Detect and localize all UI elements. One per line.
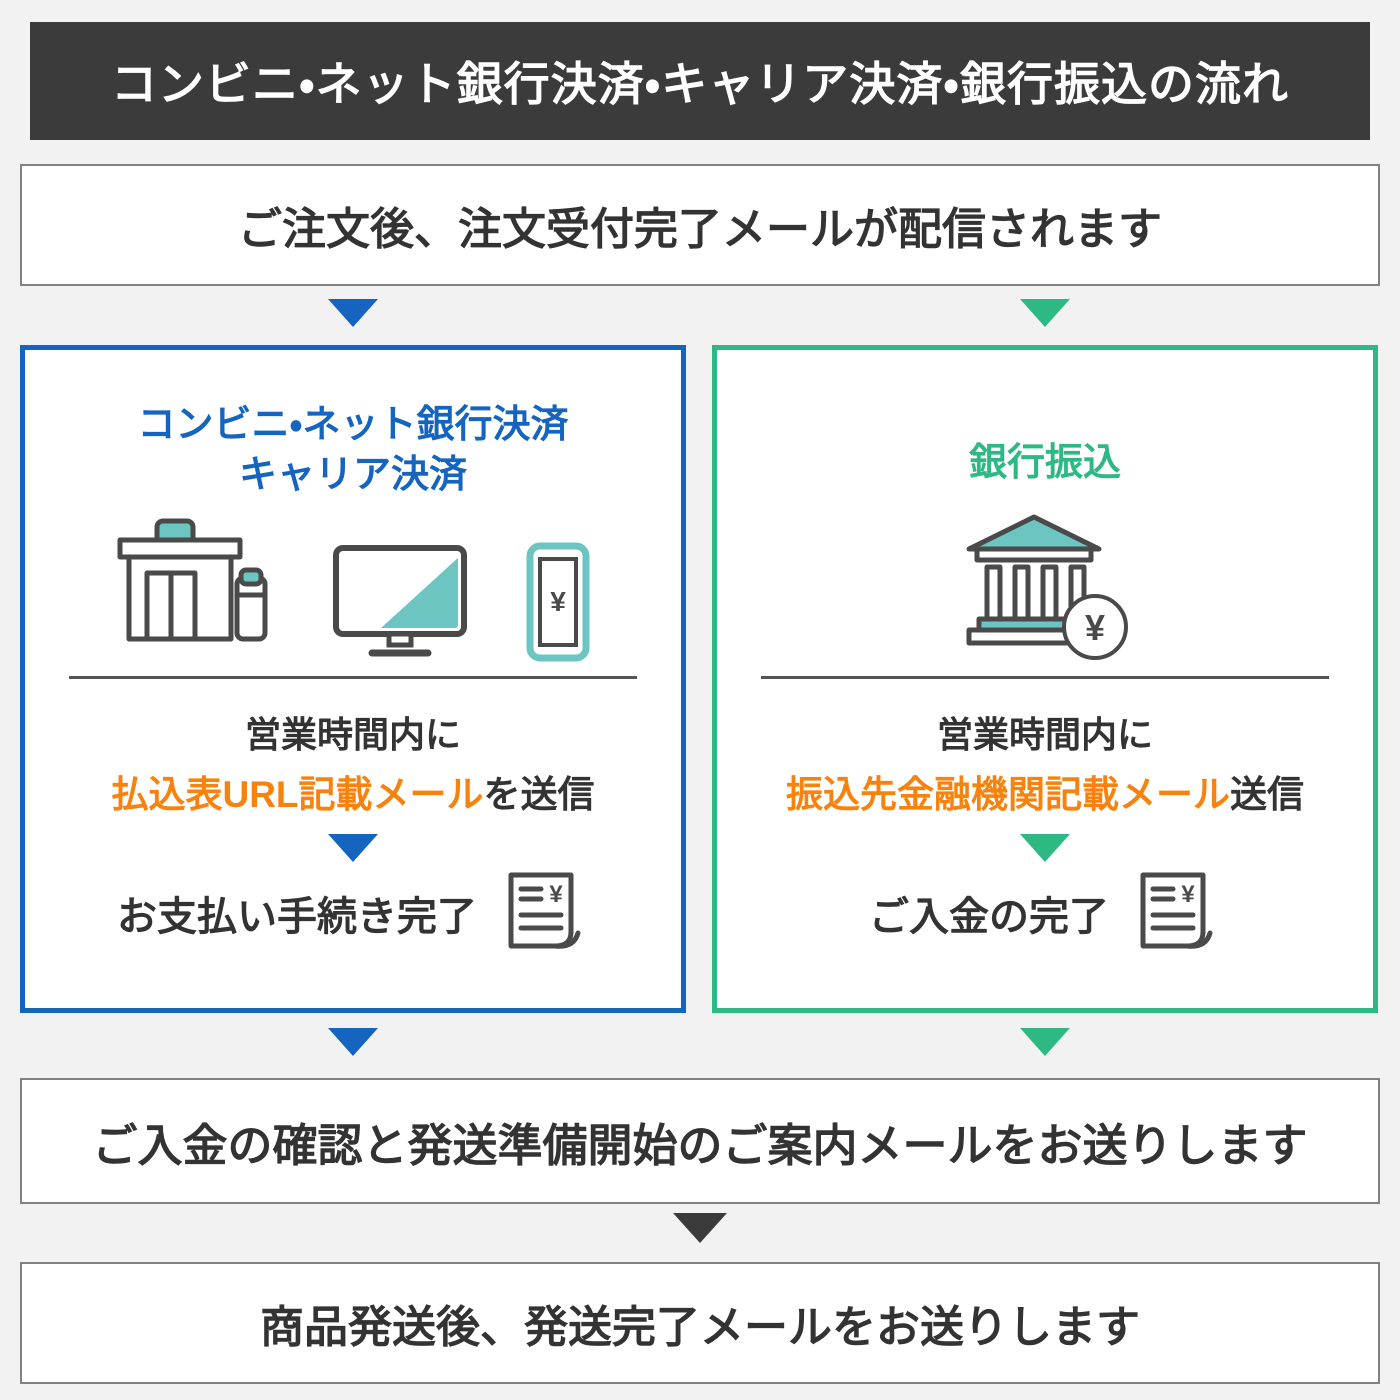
- yen-symbol: ¥: [1181, 881, 1195, 908]
- left-hours-text: 営業時間内に: [244, 714, 461, 755]
- step-shipped: 商品発送後、発送完了メールをお送りします: [20, 1262, 1380, 1384]
- down-arrow-blue-icon: [328, 1028, 378, 1056]
- left-mail-suffix: を送信: [483, 774, 595, 815]
- yen-symbol: ¥: [549, 881, 563, 908]
- down-arrow-dark-icon: [673, 1213, 727, 1243]
- left-complete-text: お支払い手続き完了: [117, 895, 477, 939]
- right-mail-highlight: 振込先金融機関記載メール: [786, 774, 1230, 815]
- right-mail-suffix: 送信: [1230, 774, 1304, 815]
- receipt-icon: ¥: [508, 872, 581, 949]
- left-mail-highlight: 払込表URL記載メール: [111, 774, 484, 815]
- divider-line: [761, 676, 1329, 679]
- left-panel-icons: ¥: [25, 508, 681, 663]
- down-arrow-green-icon: [1020, 1028, 1070, 1056]
- down-arrow-green-icon: [1020, 834, 1070, 862]
- right-hours-text: 営業時間内に: [936, 714, 1153, 755]
- left-panel-title: コンビニ・ネット銀行決済 キャリア決済: [25, 400, 681, 500]
- right-complete-row: ご入金の完了 ¥: [717, 870, 1373, 956]
- left-panel-convenience-payment: コンビニ・ネット銀行決済 キャリア決済: [20, 345, 686, 1013]
- right-panel-title: 銀行振込: [968, 442, 1121, 484]
- left-mail-text: 払込表URL記載メールを送信: [25, 764, 681, 818]
- right-panel-bank-transfer: 銀行振込 ¥ 営業時間内に 振込先金融機関記載メール送: [712, 345, 1378, 1013]
- yen-symbol: ¥: [1085, 607, 1105, 648]
- left-complete-row: お支払い手続き完了 ¥: [25, 870, 681, 956]
- down-arrow-green-icon: [1020, 299, 1070, 327]
- right-complete-text: ご入金の完了: [869, 895, 1109, 939]
- convenience-store-icon: [117, 518, 268, 642]
- divider-line: [69, 676, 637, 679]
- right-panel-icons: ¥: [717, 508, 1373, 663]
- left-panel-title-line1: コンビニ・ネット銀行決済: [137, 404, 569, 446]
- bank-icon: ¥: [966, 514, 1128, 660]
- page-title: コンビニ・ネット銀行決済・キャリア決済・銀行振込の流れ: [30, 22, 1370, 140]
- yen-symbol: ¥: [550, 586, 566, 617]
- right-mail-text: 振込先金融機関記載メール送信: [717, 764, 1373, 818]
- step-payment-confirmed: ご入金の確認と発送準備開始のご案内メールをお送りします: [20, 1078, 1380, 1204]
- down-arrow-blue-icon: [328, 299, 378, 327]
- step-order-received: ご注文後、注文受付完了メールが配信されます: [20, 164, 1380, 286]
- left-panel-title-line2: キャリア決済: [238, 454, 467, 497]
- receipt-icon: ¥: [1140, 872, 1213, 949]
- down-arrow-blue-icon: [328, 834, 378, 862]
- smartphone-icon: ¥: [526, 542, 590, 662]
- computer-icon: [333, 545, 467, 657]
